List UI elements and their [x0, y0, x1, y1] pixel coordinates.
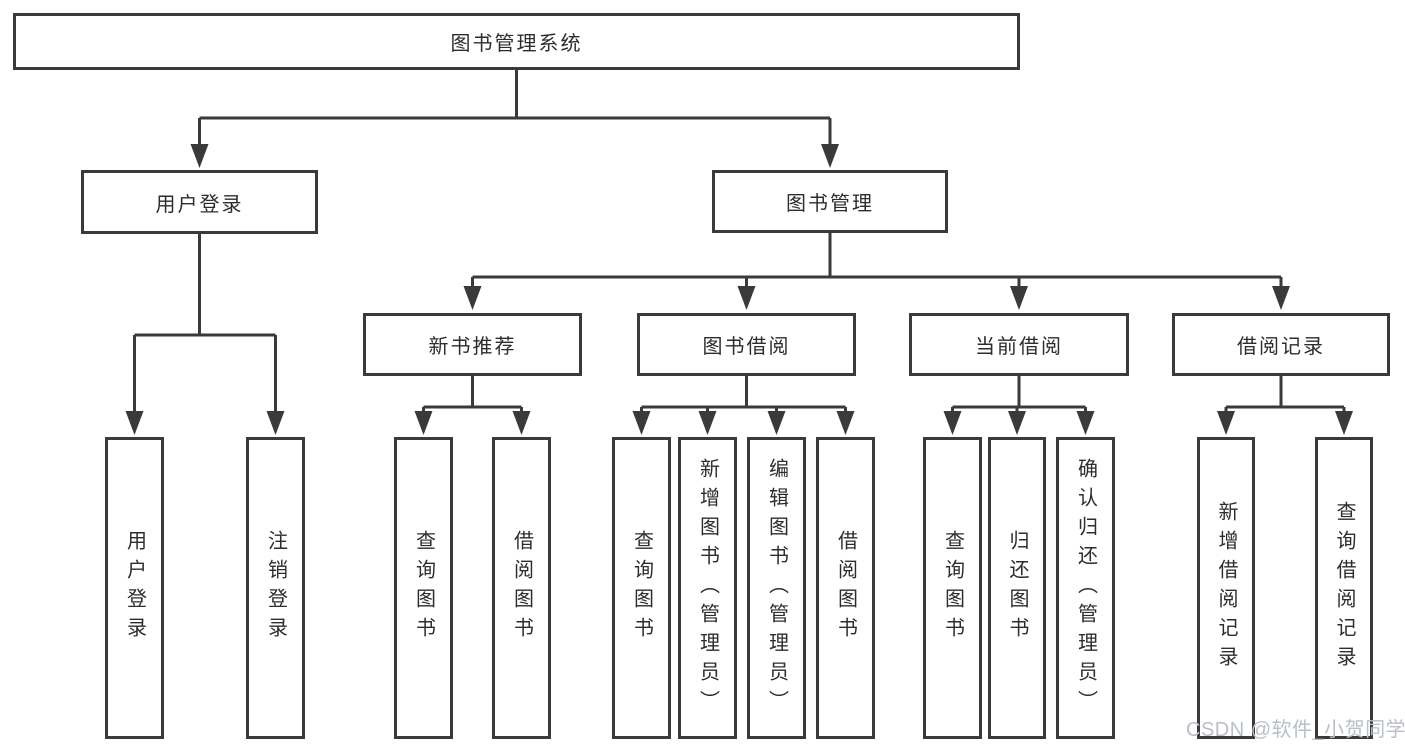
- leaf-confirm-return-admin-label: 确认归还（管理员）: [1074, 457, 1097, 719]
- leaf-logout: 注销登录: [246, 437, 305, 739]
- leaf-return-books: 归还图书: [988, 437, 1046, 739]
- watermark: CSDN @软件_小贺同学: [1186, 719, 1405, 741]
- leaf-edit-books-admin-label: 编辑图书（管理员）: [765, 457, 788, 719]
- leaf-edit-books-admin: 编辑图书（管理员）: [747, 437, 806, 739]
- node-root-label: 图书管理系统: [450, 33, 583, 55]
- node-root: 图书管理系统: [13, 13, 1020, 70]
- leaf-borrow-books-label: 借阅图书: [834, 530, 857, 646]
- leaf-add-borrow-record-label: 新增借阅记录: [1215, 501, 1237, 675]
- leaf-query-books-borrow-label: 查询图书: [630, 530, 653, 646]
- leaf-logout-label: 注销登录: [264, 530, 287, 646]
- leaf-borrow-books: 借阅图书: [816, 437, 875, 739]
- node-user-login-label: 用户登录: [155, 193, 244, 216]
- leaf-query-books-recommend-label: 查询图书: [412, 530, 435, 646]
- node-current-borrow: 当前借阅: [909, 313, 1129, 376]
- node-current-borrow-label: 当前借阅: [975, 336, 1063, 358]
- node-book-management-label: 图书管理: [786, 193, 874, 215]
- node-borrow-records-label: 借阅记录: [1237, 336, 1325, 358]
- leaf-confirm-return-admin: 确认归还（管理员）: [1056, 437, 1115, 739]
- node-book-management: 图书管理: [712, 170, 948, 233]
- leaf-query-books-recommend: 查询图书: [394, 437, 453, 739]
- leaf-user-login-label: 用户登录: [123, 530, 146, 646]
- leaf-query-borrow-record: 查询借阅记录: [1315, 437, 1373, 739]
- leaf-add-books-admin-label: 新增图书（管理员）: [696, 457, 719, 719]
- node-book-borrow: 图书借阅: [637, 313, 856, 376]
- leaf-borrow-books-recommend-label: 借阅图书: [510, 530, 533, 646]
- leaf-query-borrow-record-label: 查询借阅记录: [1333, 501, 1355, 675]
- leaf-add-borrow-record: 新增借阅记录: [1197, 437, 1255, 739]
- node-new-book-recommend-label: 新书推荐: [428, 336, 517, 358]
- leaf-add-books-admin: 新增图书（管理员）: [678, 437, 737, 739]
- node-new-book-recommend: 新书推荐: [363, 313, 582, 376]
- leaf-user-login: 用户登录: [105, 437, 164, 739]
- leaf-borrow-books-recommend: 借阅图书: [492, 437, 551, 739]
- leaf-query-books-current: 查询图书: [923, 437, 982, 739]
- node-borrow-records: 借阅记录: [1172, 313, 1390, 376]
- leaf-query-books-current-label: 查询图书: [941, 530, 964, 646]
- node-book-borrow-label: 图书借阅: [702, 336, 791, 358]
- leaf-return-books-label: 归还图书: [1006, 530, 1028, 646]
- leaf-query-books-borrow: 查询图书: [612, 437, 671, 739]
- node-user-login: 用户登录: [81, 170, 318, 234]
